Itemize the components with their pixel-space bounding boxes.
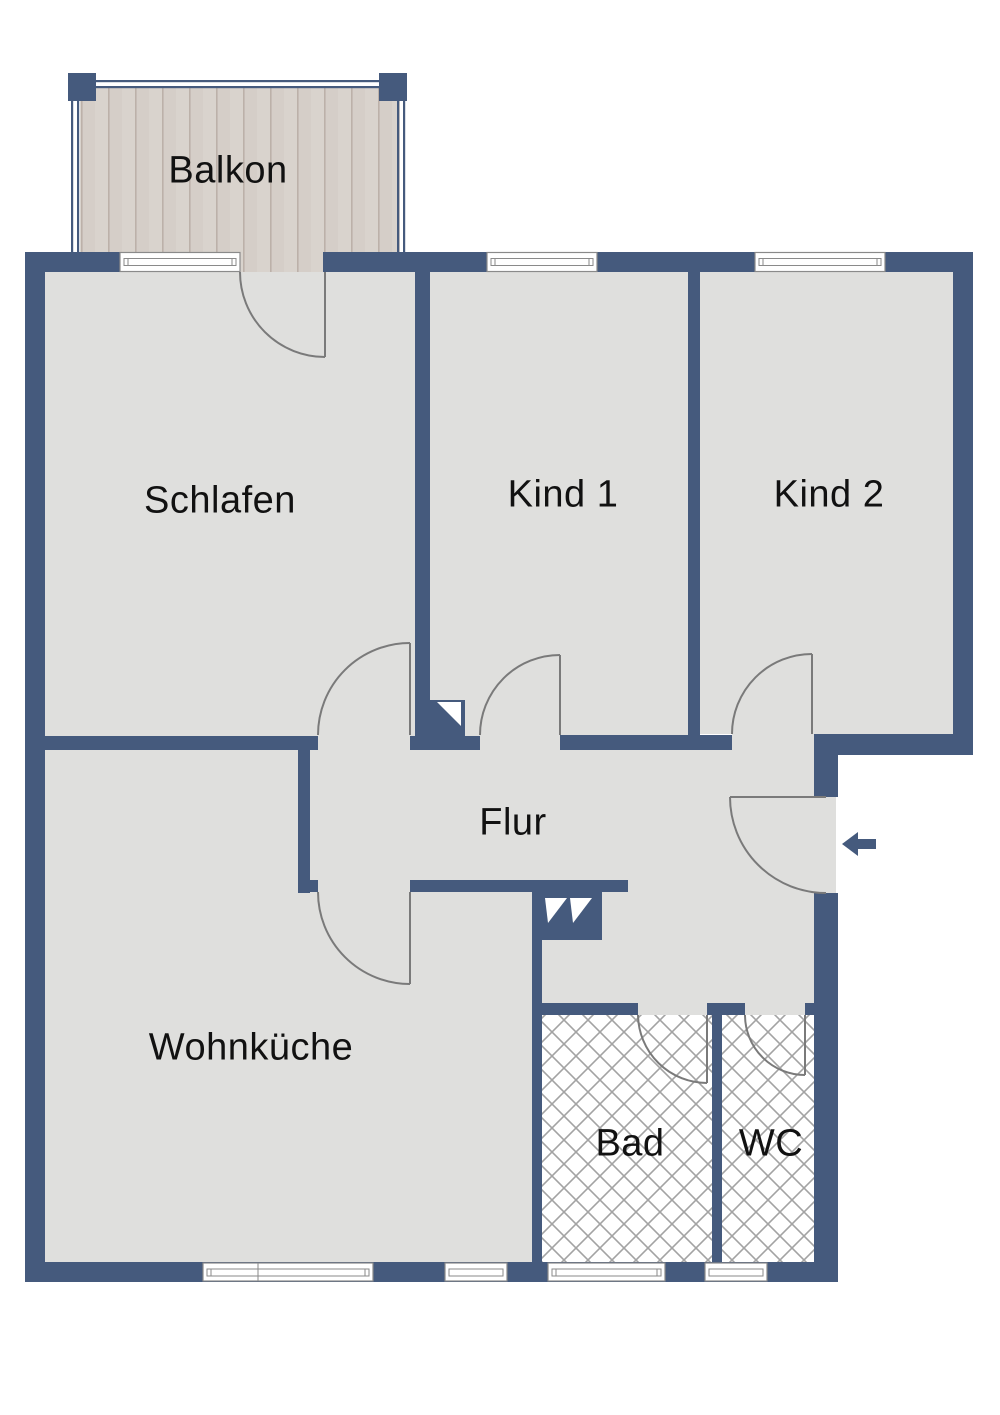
room-label-kind2: Kind 2 — [773, 473, 885, 516]
entrance-arrow-icon — [842, 832, 876, 856]
wall-right-lower-a — [814, 734, 838, 797]
door-swings — [239, 271, 827, 1084]
door-kind1 — [479, 654, 561, 736]
wall-bad-wc-top — [707, 1003, 745, 1015]
door-entrance — [729, 796, 827, 894]
balcony — [68, 73, 407, 272]
room-label-wc: WC — [738, 1122, 804, 1165]
room-label-schlafen: Schlafen — [144, 479, 296, 522]
windows — [119, 251, 886, 1282]
wall-flur-wohnkueche — [410, 880, 628, 892]
wall-kind2-bottom — [838, 734, 973, 755]
wall-flur-top-a — [25, 736, 318, 750]
window-kind2 — [754, 251, 886, 273]
room-label-bad: Bad — [595, 1122, 665, 1165]
room-label-kind1: Kind 1 — [507, 473, 619, 516]
balcony-post-right — [379, 73, 407, 101]
chimney-symbol — [532, 892, 602, 940]
window-schlafen — [119, 251, 241, 273]
balcony-deck — [80, 88, 400, 272]
window-wohnkueche-2 — [444, 1262, 508, 1282]
room-label-balkon: Balkon — [168, 149, 288, 192]
floor-wc-hatched — [722, 1015, 814, 1262]
wall-schlafen-kind1 — [415, 272, 430, 750]
wall-flur-left-stub — [310, 880, 318, 892]
floor-bad-hatched — [542, 1015, 712, 1262]
room-label-flur: Flur — [479, 801, 547, 844]
wall-bad-wc — [712, 1015, 722, 1262]
window-wc — [704, 1262, 768, 1282]
wall-right-lower-b — [814, 893, 838, 1282]
door-balcony — [239, 271, 326, 358]
door-wohnkueche — [317, 891, 411, 985]
room-label-wohnkueche: Wohnküche — [148, 1026, 354, 1069]
door-kind2 — [731, 653, 813, 735]
wall-flur-top-c — [560, 735, 732, 750]
window-kind1 — [486, 251, 598, 273]
wall-left — [25, 252, 45, 1282]
wall-flur-left — [298, 750, 310, 893]
balcony-railing — [68, 73, 407, 255]
vent-shaft-symbol — [430, 700, 465, 736]
wall-wohnkueche-bad — [532, 892, 542, 1282]
wall-right-upper — [953, 252, 973, 755]
floor-schlafen — [45, 272, 415, 736]
balcony-door-opening — [240, 252, 323, 272]
door-schlafen — [317, 642, 411, 736]
wall-kind1-kind2 — [688, 272, 700, 736]
balcony-post-left — [68, 73, 96, 101]
wall-wc-top-b — [805, 1003, 838, 1015]
floor-kind2 — [700, 272, 953, 734]
window-bad — [547, 1262, 666, 1282]
door-bad — [637, 1014, 708, 1084]
door-wc — [744, 1014, 806, 1076]
wall-bad-top-a — [542, 1003, 638, 1015]
wall-flur-top-b — [410, 736, 480, 750]
window-wohnkueche-1 — [202, 1262, 374, 1282]
